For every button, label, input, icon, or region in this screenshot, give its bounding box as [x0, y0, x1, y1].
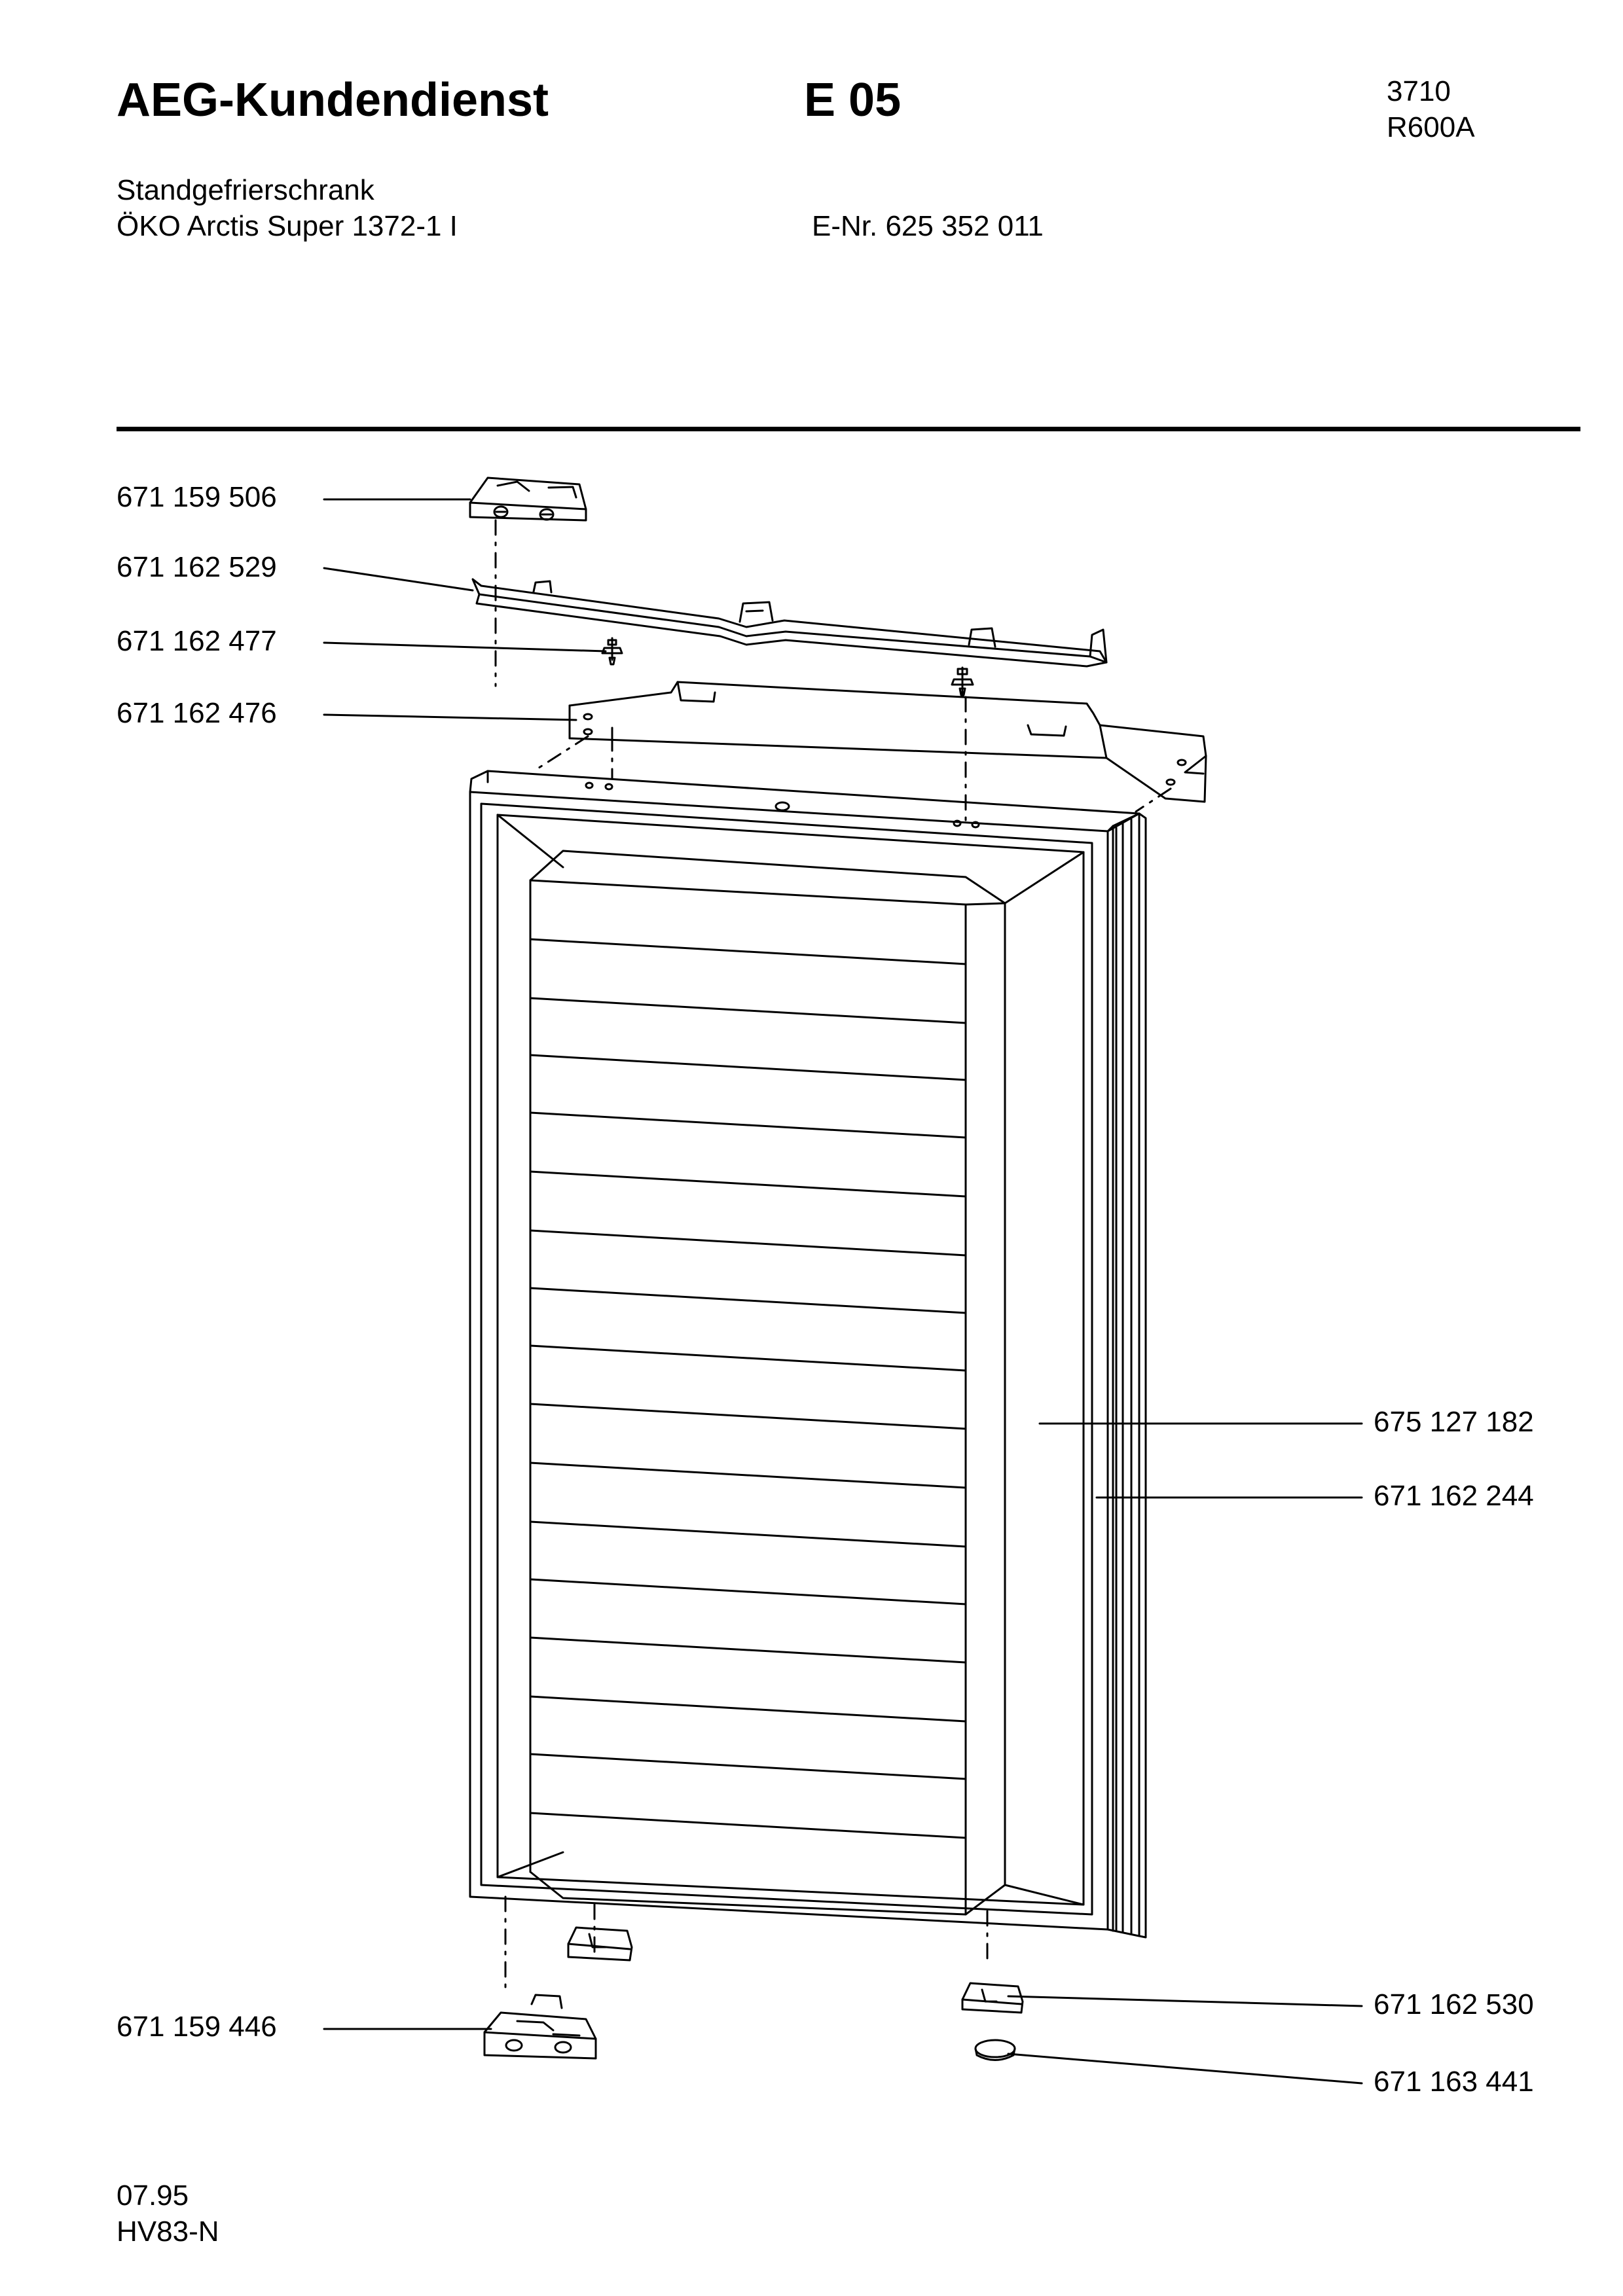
footer-date: 07.95 — [117, 2179, 189, 2212]
assembly-lines — [494, 519, 1172, 1991]
foot-cap-part — [974, 2039, 1016, 2061]
label-door-seal: 671 162 244 — [1374, 1480, 1534, 1512]
door-frame — [469, 770, 1147, 1939]
appliance-type: Standgefrierschrank — [117, 174, 374, 206]
lower-hinge-bracket-left — [567, 1926, 633, 1962]
top-bracket-part — [568, 681, 1207, 803]
model-code: 3710 — [1387, 75, 1451, 107]
lower-hinge-part — [483, 1994, 597, 2060]
label-door-liner: 675 127 182 — [1374, 1406, 1534, 1438]
bottom-bracket-part — [961, 1982, 1024, 2014]
hinge-pin-right — [951, 666, 974, 696]
label-top-bracket: 671 162 476 — [117, 697, 277, 729]
panel-ribs — [529, 938, 967, 1839]
label-lower-hinge: 671 159 446 — [117, 2011, 277, 2043]
brand-title: AEG-Kundendienst — [117, 74, 549, 126]
label-upper-hinge: 671 159 506 — [117, 481, 277, 513]
leader-lines — [323, 498, 1363, 2085]
label-hinge-pin: 671 162 477 — [117, 625, 277, 657]
label-foot-cap: 671 163 441 — [1374, 2066, 1534, 2098]
label-bottom-bracket: 671 162 530 — [1374, 1988, 1534, 2020]
top-rail-part — [471, 578, 1108, 668]
refrigerant-code: R600A — [1387, 111, 1475, 143]
footer-doc-code: HV83-N — [117, 2215, 219, 2248]
section-code: E 05 — [804, 74, 902, 126]
label-top-rail: 671 162 529 — [117, 551, 277, 583]
hinge-pin-left — [601, 637, 623, 666]
model-name: ÖKO Arctis Super 1372-1 I — [117, 210, 458, 242]
header-divider — [117, 427, 1580, 431]
upper-hinge-part — [469, 476, 587, 522]
e-number: E-Nr. 625 352 011 — [812, 210, 1044, 242]
door-inner-panel — [529, 850, 1006, 1916]
